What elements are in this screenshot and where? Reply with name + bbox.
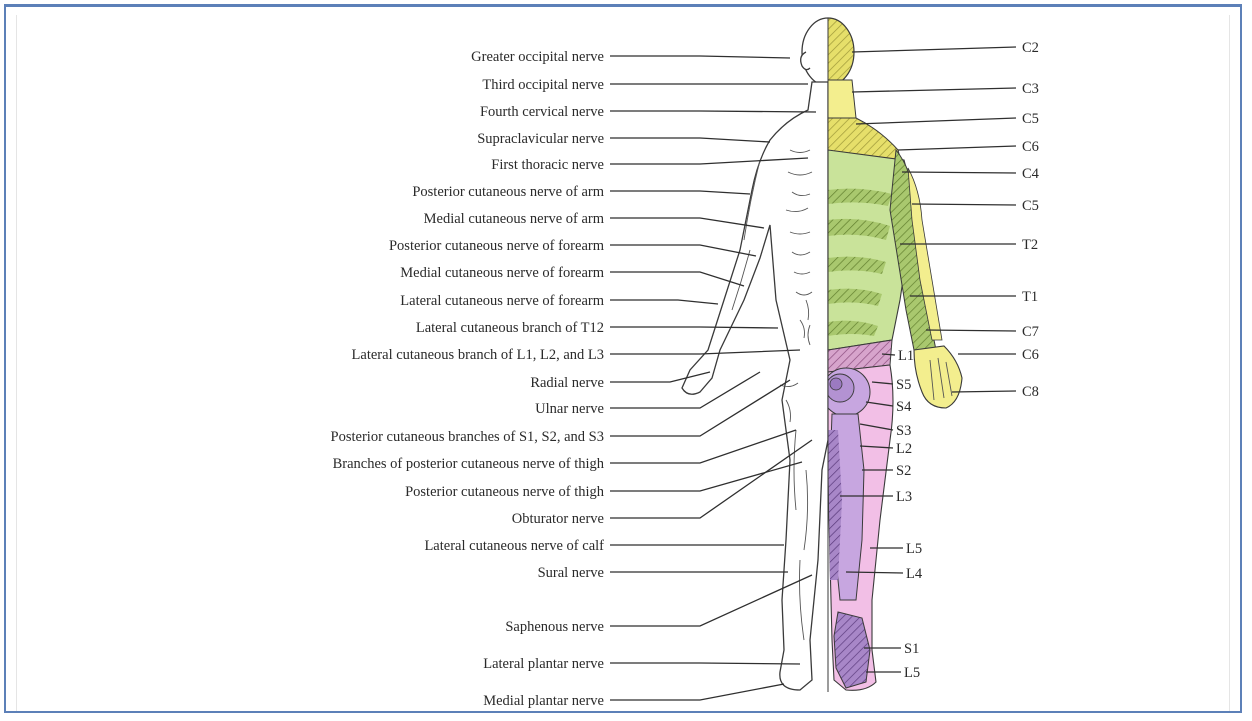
leader-line bbox=[610, 430, 796, 463]
label-t2: T2 bbox=[1022, 237, 1038, 253]
label-sural-nerve: Sural nerve bbox=[538, 565, 604, 581]
leader-line bbox=[610, 191, 750, 194]
leader-line bbox=[610, 300, 718, 304]
label-greater-occipital-nerve: Greater occipital nerve bbox=[471, 49, 604, 65]
label-lateral-cutaneous-nerve-of-forearm: Lateral cutaneous nerve of forearm bbox=[400, 293, 604, 309]
label-c2: C2 bbox=[1022, 40, 1039, 56]
label-l3: L3 bbox=[896, 489, 912, 505]
label-s5: S5 bbox=[896, 377, 911, 393]
leader-line bbox=[852, 47, 1016, 52]
label-branches-of-posterior-cutaneous-nerve-of-thigh: Branches of posterior cutaneous nerve of… bbox=[333, 456, 605, 472]
label-posterior-cutaneous-branches-of-s1-s2-and-s3: Posterior cutaneous branches of S1, S2, … bbox=[331, 429, 604, 445]
leader-line bbox=[610, 138, 770, 142]
label-l1: L1 bbox=[898, 348, 914, 364]
leader-line bbox=[610, 327, 778, 328]
label-s4: S4 bbox=[896, 399, 912, 415]
leader-line bbox=[610, 111, 816, 112]
label-s1: S1 bbox=[904, 641, 919, 657]
label-c5: C5 bbox=[1022, 198, 1039, 214]
leader-line bbox=[856, 118, 1016, 124]
leader-line bbox=[610, 272, 744, 286]
label-lateral-plantar-nerve: Lateral plantar nerve bbox=[483, 656, 604, 672]
label-fourth-cervical-nerve: Fourth cervical nerve bbox=[480, 104, 604, 120]
label-t1: T1 bbox=[1022, 289, 1038, 305]
label-posterior-cutaneous-nerve-of-forearm: Posterior cutaneous nerve of forearm bbox=[389, 238, 605, 254]
label-c7: C7 bbox=[1022, 324, 1039, 340]
label-s3: S3 bbox=[896, 423, 911, 439]
label-c8: C8 bbox=[1022, 384, 1039, 400]
leader-line bbox=[610, 663, 800, 664]
label-medial-plantar-nerve: Medial plantar nerve bbox=[483, 693, 604, 709]
label-supraclavicular-nerve: Supraclavicular nerve bbox=[477, 131, 604, 147]
label-medial-cutaneous-nerve-of-arm: Medial cutaneous nerve of arm bbox=[424, 211, 605, 227]
leader-line bbox=[610, 245, 756, 256]
label-third-occipital-nerve: Third occipital nerve bbox=[482, 77, 604, 93]
label-saphenous-nerve: Saphenous nerve bbox=[505, 619, 604, 635]
label-first-thoracic-nerve: First thoracic nerve bbox=[491, 157, 604, 173]
label-c6: C6 bbox=[1022, 347, 1039, 363]
label-c4: C4 bbox=[1022, 166, 1040, 182]
label-medial-cutaneous-nerve-of-forearm: Medial cutaneous nerve of forearm bbox=[400, 265, 604, 281]
leader-line bbox=[902, 172, 1016, 173]
label-l4: L4 bbox=[906, 566, 923, 582]
label-obturator-nerve: Obturator nerve bbox=[512, 511, 604, 527]
leader-line bbox=[898, 146, 1016, 150]
label-l5: L5 bbox=[904, 665, 920, 681]
label-lateral-cutaneous-branch-of-l1-l2-and-l3: Lateral cutaneous branch of L1, L2, and … bbox=[352, 347, 604, 363]
label-l2: L2 bbox=[896, 441, 912, 457]
leader-line bbox=[912, 204, 1016, 205]
leader-line bbox=[952, 391, 1016, 392]
label-posterior-cutaneous-nerve-of-arm: Posterior cutaneous nerve of arm bbox=[412, 184, 604, 200]
leader-line bbox=[610, 350, 800, 354]
label-ulnar-nerve: Ulnar nerve bbox=[535, 401, 604, 417]
label-lateral-cutaneous-nerve-of-calf: Lateral cutaneous nerve of calf bbox=[424, 538, 604, 554]
label-radial-nerve: Radial nerve bbox=[530, 375, 604, 391]
leader-line bbox=[852, 88, 1016, 92]
leader-line bbox=[610, 218, 764, 228]
leader-line bbox=[610, 56, 790, 58]
label-l5: L5 bbox=[906, 541, 922, 557]
label-c3: C3 bbox=[1022, 81, 1039, 97]
leader-line bbox=[610, 440, 812, 518]
label-posterior-cutaneous-nerve-of-thigh: Posterior cutaneous nerve of thigh bbox=[405, 484, 605, 500]
label-c6: C6 bbox=[1022, 139, 1039, 155]
leader-line bbox=[610, 684, 784, 700]
label-lateral-cutaneous-branch-of-t12: Lateral cutaneous branch of T12 bbox=[416, 320, 604, 336]
label-s2: S2 bbox=[896, 463, 911, 479]
label-c5: C5 bbox=[1022, 111, 1039, 127]
